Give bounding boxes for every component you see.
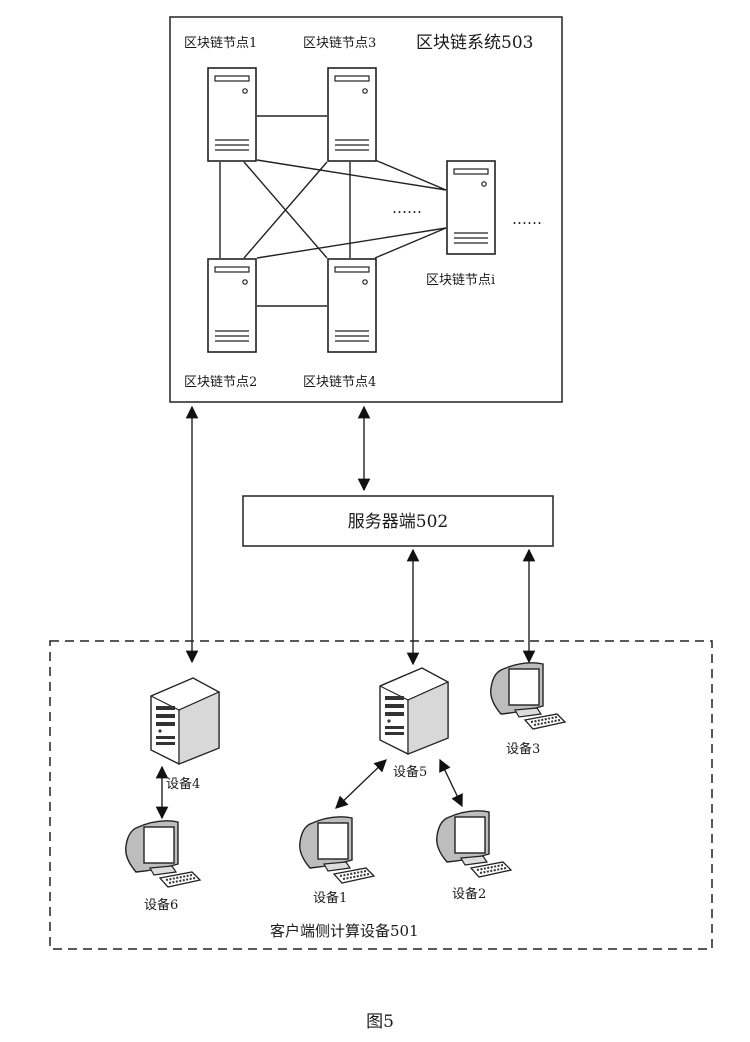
device-4-icon	[150, 677, 220, 765]
device-6-label: 设备6	[144, 897, 178, 913]
arrow-device5-device1	[335, 759, 387, 809]
blockchain-node-4-icon	[327, 258, 377, 353]
blockchain-node-2-label: 区块链节点2	[184, 375, 257, 390]
blockchain-system-title: 区块链系统503	[416, 33, 533, 53]
device-5-label: 设备5	[393, 764, 427, 780]
node-mesh-links	[219, 115, 447, 307]
arrow-device5-device2	[439, 758, 463, 808]
client-devices-title: 客户端侧计算设备501	[270, 922, 419, 940]
blockchain-node-3-label: 区块链节点3	[303, 36, 376, 51]
device-2-label: 设备2	[452, 886, 486, 902]
blockchain-system-box	[169, 16, 563, 403]
figure-caption: 图5	[366, 1012, 394, 1032]
device-6-icon	[124, 819, 201, 888]
ellipsis-outer: ……	[512, 210, 542, 228]
device-1-label: 设备1	[313, 890, 347, 906]
server-box	[242, 495, 554, 547]
device-2-icon	[435, 809, 512, 878]
device-3-icon	[489, 661, 566, 730]
blockchain-node-i-icon	[446, 160, 496, 255]
device-4-label: 设备4	[166, 776, 200, 792]
ellipsis-inner: ……	[392, 199, 422, 217]
blockchain-node-i-label: 区块链节点i	[426, 273, 495, 288]
blockchain-node-1-icon	[207, 67, 257, 162]
blockchain-node-3-icon	[327, 67, 377, 162]
device-1-icon	[298, 815, 375, 884]
blockchain-node-2-icon	[207, 258, 257, 353]
server-label: 服务器端502	[348, 512, 448, 532]
blockchain-node-1-label: 区块链节点1	[184, 36, 257, 51]
client-devices-box	[49, 640, 713, 950]
blockchain-node-4-label: 区块链节点4	[303, 375, 376, 390]
connection-arrows	[155, 405, 536, 820]
device-3-label: 设备3	[506, 741, 540, 757]
device-5-icon	[379, 667, 449, 755]
